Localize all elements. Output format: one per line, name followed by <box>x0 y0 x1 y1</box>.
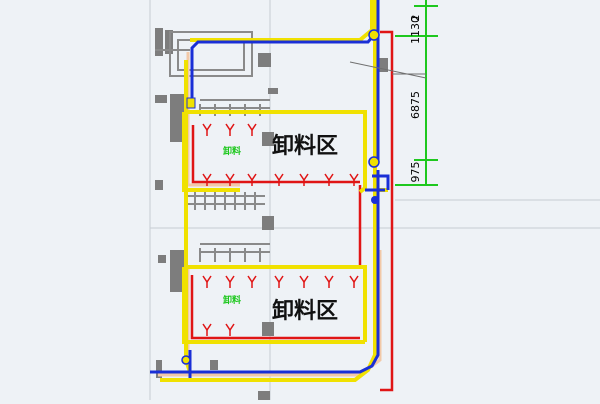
dimension-label-1130: 1130 <box>409 16 422 44</box>
dimension-label-6875: 6875 <box>409 91 422 119</box>
leader-lines <box>349 61 427 79</box>
zone-marker-top: 卸料 <box>223 145 241 157</box>
dimension-label-2: 2 <box>409 15 422 22</box>
dimension-label-975: 975 <box>409 162 422 183</box>
sprinkler-heads-top <box>202 123 359 186</box>
dimension-chain <box>395 0 438 186</box>
blue-pipe <box>150 0 390 378</box>
equipment-blocks <box>155 28 388 400</box>
zone-label-bottom: 卸料区 <box>272 298 338 324</box>
zone-label-top: 卸料区 <box>272 133 338 159</box>
equipment-frames <box>155 31 270 253</box>
zone-marker-bottom: 卸料 <box>223 294 241 306</box>
valve-symbols <box>181 29 380 365</box>
sprinkler-heads-bottom <box>202 275 359 336</box>
